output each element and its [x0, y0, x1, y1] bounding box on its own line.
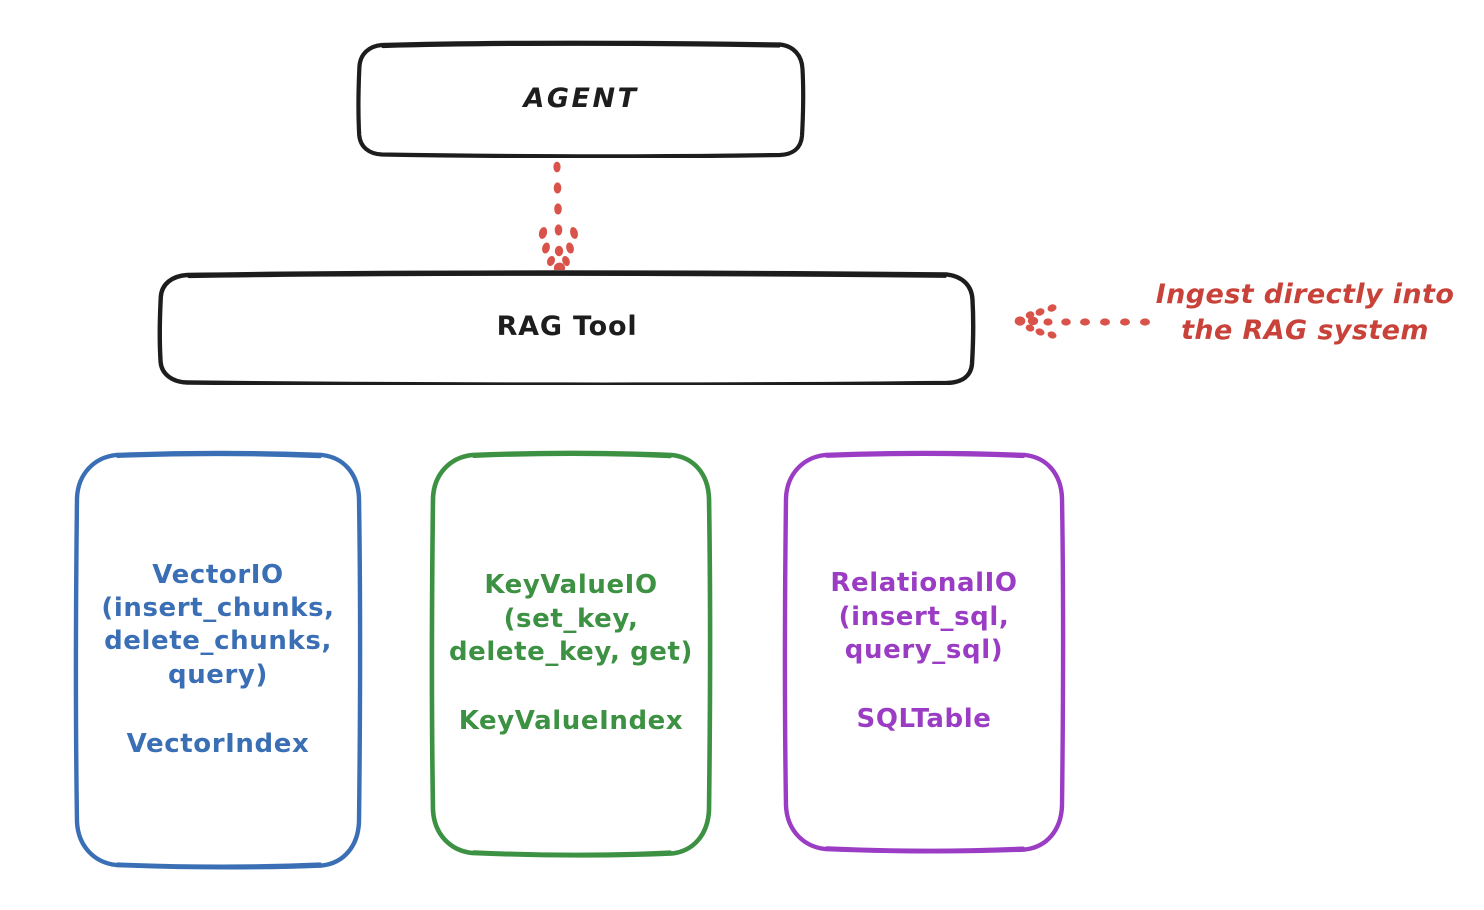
agent-label: AGENT — [523, 82, 639, 114]
vector-io-node-content: VectorIO (insert_chunks, delete_chunks, … — [87, 559, 348, 761]
vector-io-node[interactable]: VectorIO (insert_chunks, delete_chunks, … — [72, 450, 364, 870]
key-value-index-label: KeyValueIndex — [458, 706, 684, 737]
dotted-left-arrow-icon — [1014, 304, 1150, 339]
rag-tool-node-content: RAG Tool — [483, 310, 652, 345]
rag-tool-label: RAG Tool — [496, 311, 638, 343]
relational-io-api-label: RelationalIO (insert_sql, query_sql) — [830, 568, 1018, 665]
key-value-io-node[interactable]: KeyValueIO (set_key, delete_key, get) Ke… — [428, 450, 714, 858]
sql-table-label: SQLTable — [856, 704, 992, 735]
relational-io-node-content: RelationalIO (insert_sql, query_sql) SQL… — [816, 567, 1031, 736]
agent-node[interactable]: AGENT — [356, 40, 806, 158]
key-value-io-api-label: KeyValueIO (set_key, delete_key, get) — [448, 570, 694, 667]
rag-tool-node[interactable]: RAG Tool — [157, 270, 977, 385]
connector-agent-to-rag-tool — [508, 158, 612, 276]
ingest-annotation-text: Ingest directly into the RAG system — [1155, 279, 1455, 346]
agent-node-content: AGENT — [509, 82, 652, 117]
vector-io-api-label: VectorIO (insert_chunks, delete_chunks, … — [101, 559, 335, 690]
dotted-down-arrow-icon — [538, 161, 578, 274]
key-value-io-node-content: KeyValueIO (set_key, delete_key, get) Ke… — [435, 569, 707, 738]
connector-annotation-to-rag-tool — [1012, 296, 1152, 348]
vector-index-label: VectorIndex — [126, 728, 310, 759]
relational-io-node[interactable]: RelationalIO (insert_sql, query_sql) SQL… — [781, 450, 1067, 854]
